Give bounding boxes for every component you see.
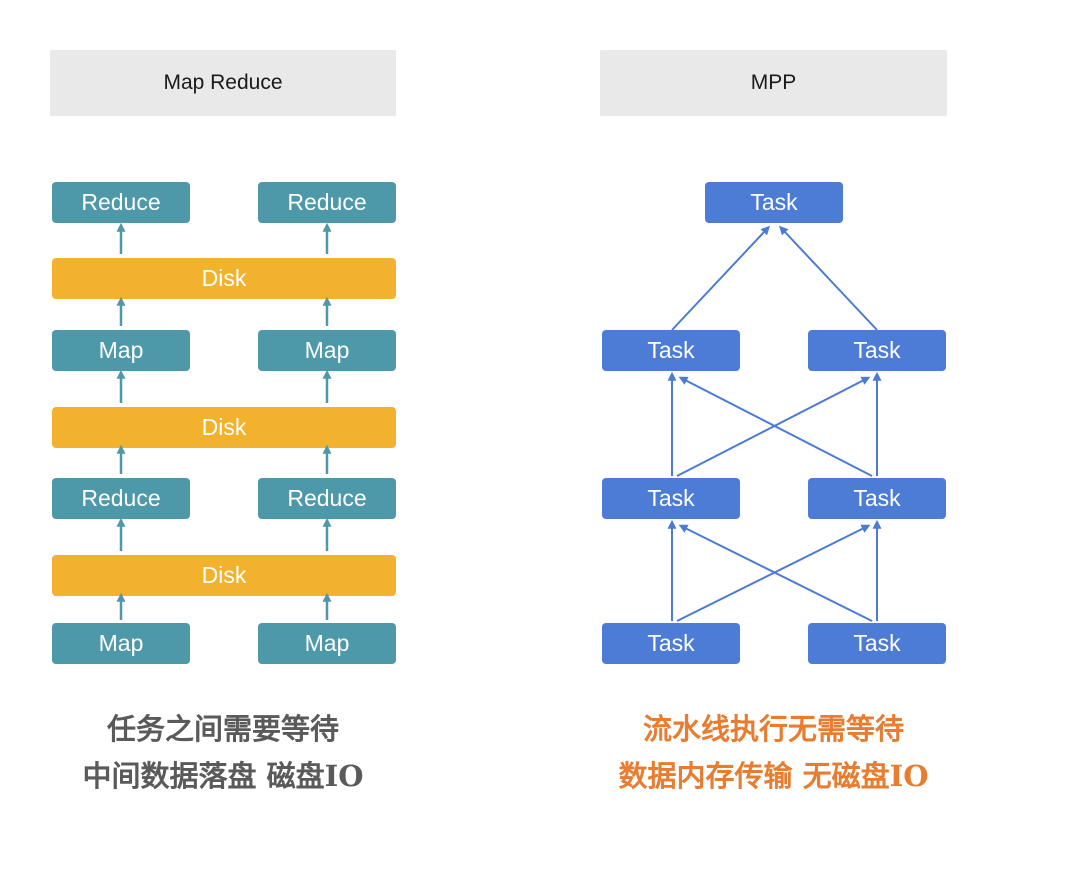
map-node: Map <box>258 330 396 371</box>
task-node: Task <box>602 478 740 519</box>
disk-bar: Disk <box>52 555 396 596</box>
task-node: Task <box>705 182 843 223</box>
caption-line: 中间数据落盘 磁盘IO <box>82 759 364 793</box>
task-node: Task <box>808 478 946 519</box>
converge-arrow-icons <box>671 225 878 331</box>
caption-line: 任务之间需要等待 <box>106 712 339 746</box>
map-node: Map <box>258 623 396 664</box>
task-node: Task <box>808 330 946 371</box>
mapreduce-header: Map Reduce <box>50 50 396 116</box>
cross-arrow-icons-mid <box>667 371 882 477</box>
task-node: Task <box>602 330 740 371</box>
caption-line: 流水线执行无需等待 <box>642 712 904 746</box>
cross-arrow-icons-bottom <box>667 519 882 622</box>
disk-bar: Disk <box>52 258 396 299</box>
map-node: Map <box>52 623 190 664</box>
map-node: Map <box>52 330 190 371</box>
caption-line: 数据内存传输 无磁盘IO <box>618 759 929 793</box>
disk-bar: Disk <box>52 407 396 448</box>
reduce-node: Reduce <box>52 182 190 223</box>
reduce-node: Reduce <box>258 182 396 223</box>
reduce-node: Reduce <box>52 478 190 519</box>
task-node: Task <box>602 623 740 664</box>
mpp-header: MPP <box>600 50 947 116</box>
reduce-node: Reduce <box>258 478 396 519</box>
task-node: Task <box>808 623 946 664</box>
mapreduce-caption: 任务之间需要等待 中间数据落盘 磁盘IO <box>50 706 396 800</box>
mpp-caption: 流水线执行无需等待 数据内存传输 无磁盘IO <box>600 706 947 800</box>
